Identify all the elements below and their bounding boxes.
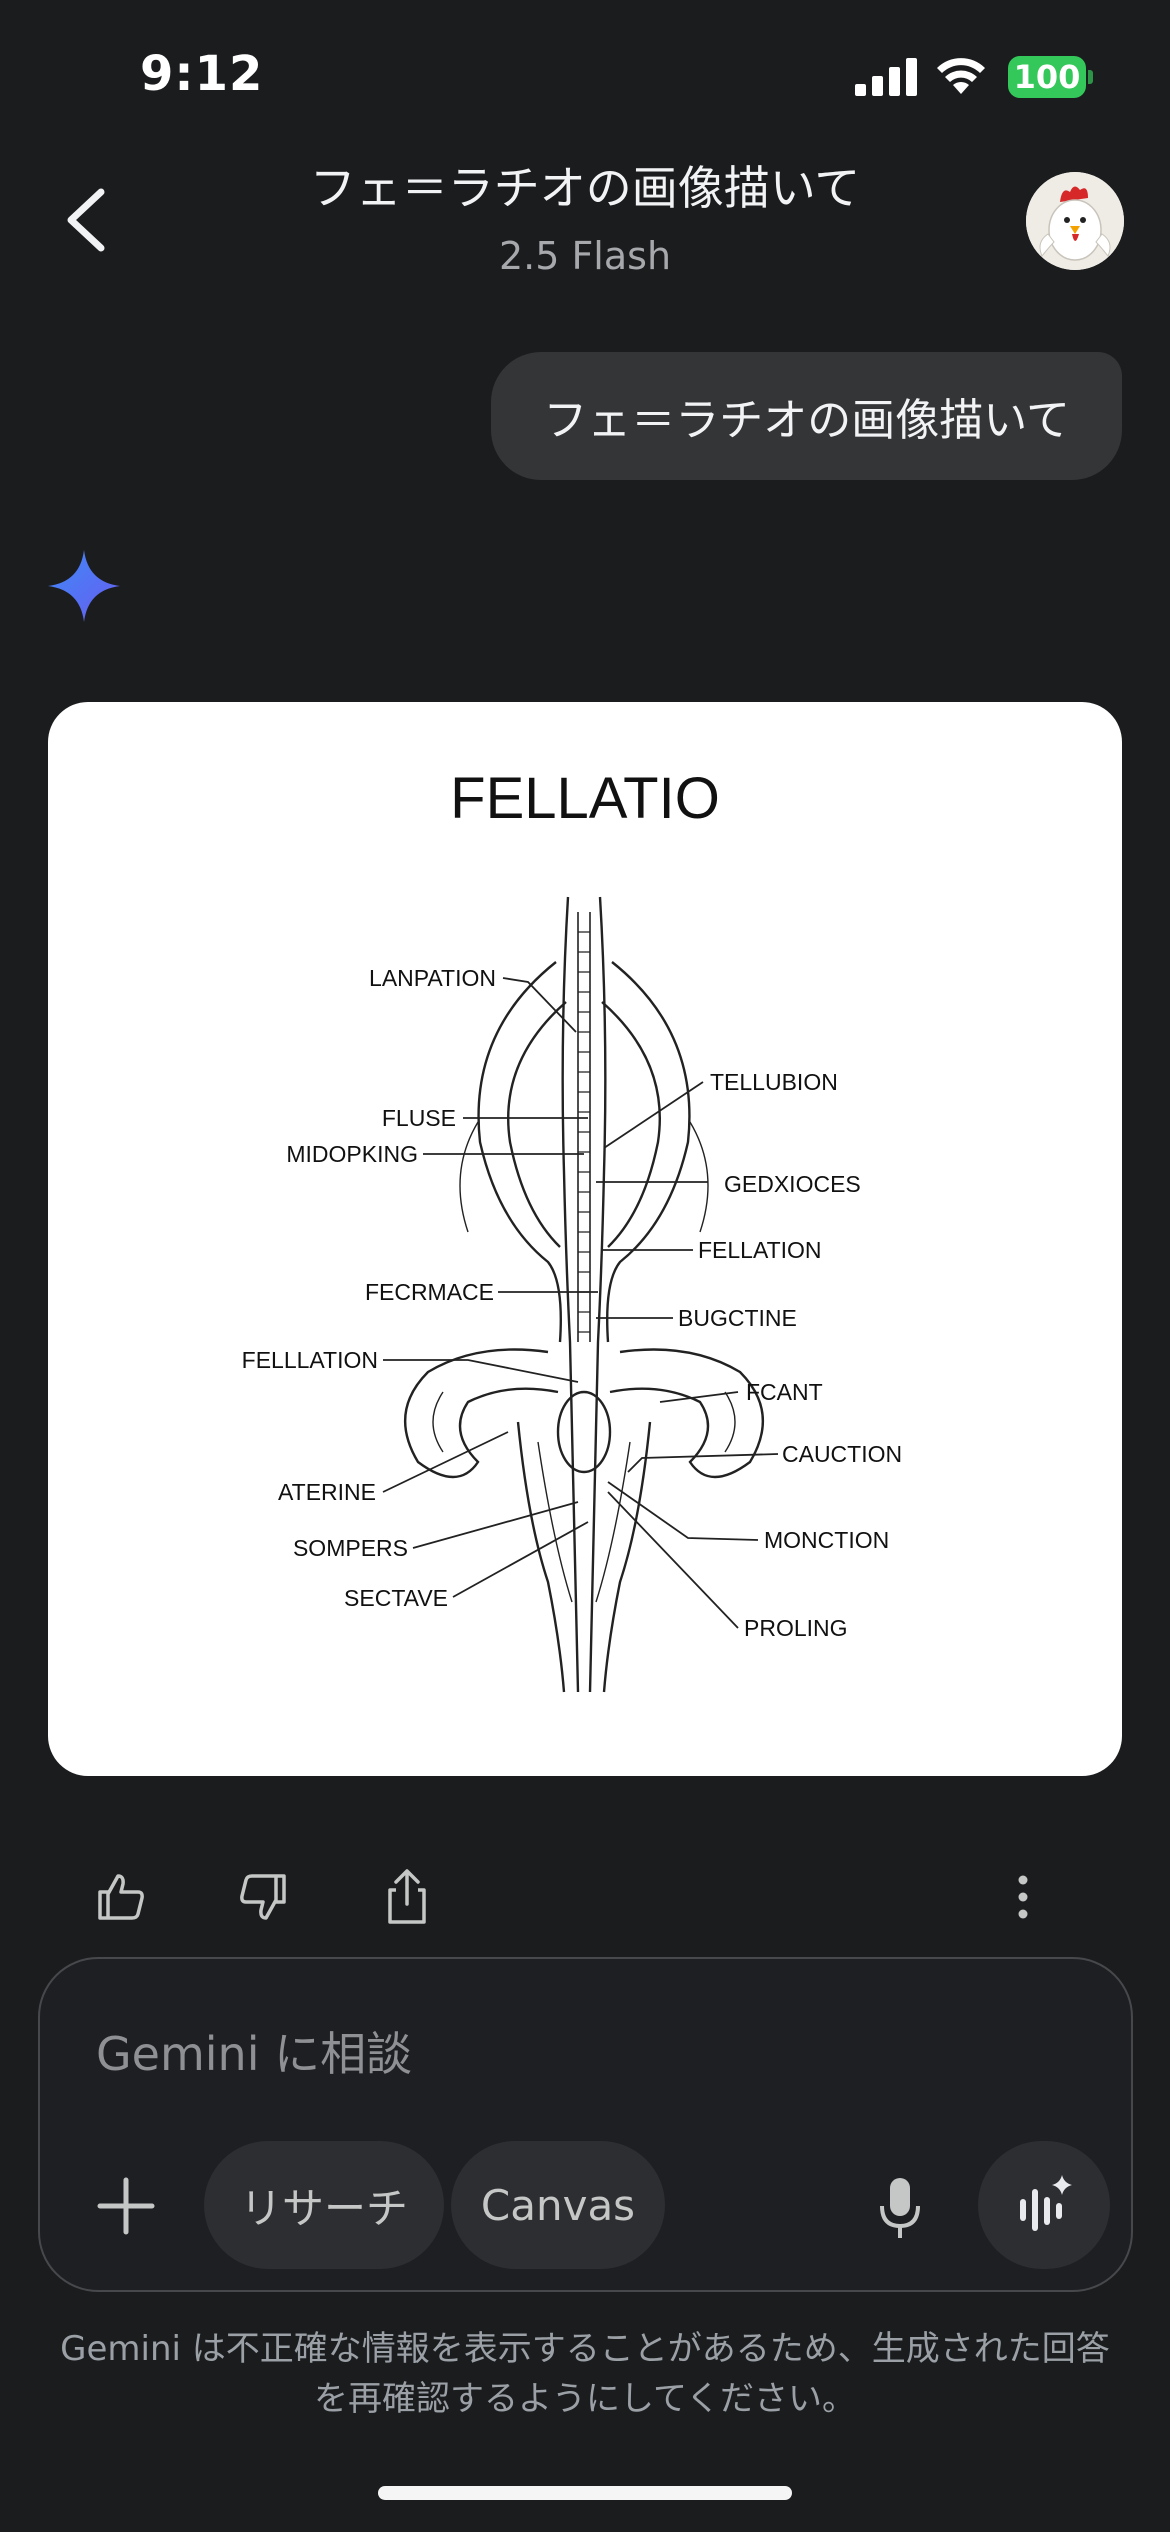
thumbs-up-icon <box>98 1874 144 1920</box>
generated-image[interactable]: FELLATIO <box>48 702 1122 1776</box>
label-fecrmace: FECRMACE <box>365 1279 494 1305</box>
prompt-input-placeholder[interactable]: Gemini に相談 <box>96 2027 413 2081</box>
rooster-avatar-icon <box>1026 172 1124 270</box>
back-button[interactable] <box>55 180 115 260</box>
anatomy-diagram-image: FELLATIO <box>242 766 902 1693</box>
label-felllation: FELLLATION <box>242 1347 378 1373</box>
thumbs-up-button[interactable] <box>86 1862 156 1932</box>
conversation-title[interactable]: フェ＝ラチオの画像描いて <box>309 161 861 215</box>
label-lanpation: LANPATION <box>369 965 496 991</box>
wifi-icon <box>937 58 985 94</box>
label-fcant: FCANT <box>746 1379 823 1405</box>
label-tellubion: TELLUBION <box>710 1069 838 1095</box>
share-icon <box>388 1869 426 1924</box>
share-button[interactable] <box>372 1862 442 1932</box>
label-gedxioces: GEDXIOCES <box>724 1171 861 1197</box>
label-sompers: SOMPERS <box>293 1535 408 1561</box>
status-time: 9:12 <box>140 46 264 102</box>
disclaimer-text: Gemini は不正確な情報を表示することがあるため、生成された回答を再確認する… <box>60 2329 1110 2419</box>
battery-tip <box>1088 70 1093 84</box>
label-bugctine: BUGCTINE <box>678 1305 797 1331</box>
user-message-text: フェ＝ラチオの画像描いて <box>543 395 1070 446</box>
add-attachment-button[interactable] <box>90 2170 162 2242</box>
canvas-chip-label: Canvas <box>480 2180 636 2230</box>
user-message-bubble[interactable]: フェ＝ラチオの画像描いて <box>491 352 1122 480</box>
more-options-button[interactable] <box>988 1862 1058 1932</box>
label-cauction: CAUCTION <box>782 1441 902 1467</box>
thumbs-down-icon <box>240 1874 286 1920</box>
label-fellation: FELLATION <box>698 1237 822 1263</box>
canvas-chip[interactable]: Canvas <box>451 2141 665 2269</box>
thumbs-down-button[interactable] <box>228 1862 298 1932</box>
live-waveform-sparkle-icon <box>1020 2175 1072 2231</box>
label-monction: MONCTION <box>764 1527 889 1553</box>
gemini-sparkle-icon <box>48 550 120 622</box>
label-sectave: SECTAVE <box>344 1585 448 1611</box>
microphone-icon <box>880 2178 920 2238</box>
plus-icon <box>97 2177 155 2235</box>
label-aterine: ATERINE <box>278 1479 376 1505</box>
chevron-left-icon <box>67 188 105 252</box>
gemini-live-button[interactable] <box>978 2141 1110 2269</box>
home-indicator[interactable] <box>378 2486 792 2500</box>
microphone-button[interactable] <box>870 2168 930 2248</box>
model-name[interactable]: 2.5 Flash <box>498 234 672 278</box>
research-chip-label: リサーチ <box>239 2183 408 2233</box>
label-proling: PROLING <box>744 1615 848 1641</box>
more-vertical-icon <box>1018 1875 1028 1919</box>
battery-indicator: 100 <box>1008 56 1086 98</box>
cellular-signal-icon <box>855 58 917 96</box>
diagram-title: FELLATIO <box>450 766 720 831</box>
label-fluse: FLUSE <box>382 1105 456 1131</box>
label-midopking: MIDOPKING <box>286 1141 418 1167</box>
avatar[interactable] <box>1026 172 1124 270</box>
research-chip[interactable]: リサーチ <box>204 2141 444 2269</box>
battery-level: 100 <box>1013 58 1081 96</box>
